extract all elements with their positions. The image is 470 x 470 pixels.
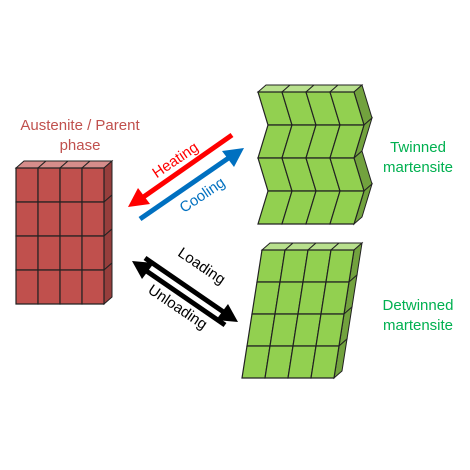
austenite-cell (37, 201, 61, 237)
austenite-block (14, 159, 114, 306)
austenite-cell (59, 269, 83, 305)
detwinned-cell (325, 241, 364, 284)
twinned-label-line1: Twinned (390, 139, 446, 156)
austenite-cell (59, 235, 83, 271)
unloading-arrow (132, 261, 227, 328)
detwinned-label: Detwinned martensite (370, 296, 466, 336)
austenite-cell (15, 235, 39, 271)
twinned-cell (304, 84, 341, 126)
austenite-cell (80, 159, 114, 204)
austenite-label-line2: phase (59, 137, 101, 154)
detwinned-cell (315, 305, 353, 348)
loading-arrow (143, 255, 238, 322)
austenite-cell (37, 235, 61, 271)
cooling-arrow (138, 148, 244, 222)
detwinned-cell (310, 337, 348, 380)
austenite-cell (59, 201, 83, 237)
twinned-cell (329, 150, 373, 192)
austenite-label-line1: Austenite / Parent (20, 117, 140, 134)
austenite-cell (37, 269, 61, 305)
austenite-cell (15, 269, 39, 305)
austenite-label: Austenite / Parent phase (0, 116, 160, 156)
detwinned-martensite-block (241, 241, 364, 380)
twinned-martensite-block (256, 84, 373, 226)
austenite-cell (81, 261, 113, 306)
austenite-cell (15, 201, 39, 237)
detwinned-cell (302, 242, 341, 283)
detwinned-label-line2: martensite (382, 317, 454, 334)
heating-arrow (128, 132, 234, 207)
twinned-cell (329, 182, 373, 226)
detwinned-cell (256, 242, 295, 283)
twinned-label: Twinned martensite (370, 138, 466, 178)
cooling-label: Cooling (177, 174, 229, 217)
detwinned-label-line1: Detwinned (382, 297, 454, 314)
twinned-label-line2: martensite (382, 159, 454, 176)
